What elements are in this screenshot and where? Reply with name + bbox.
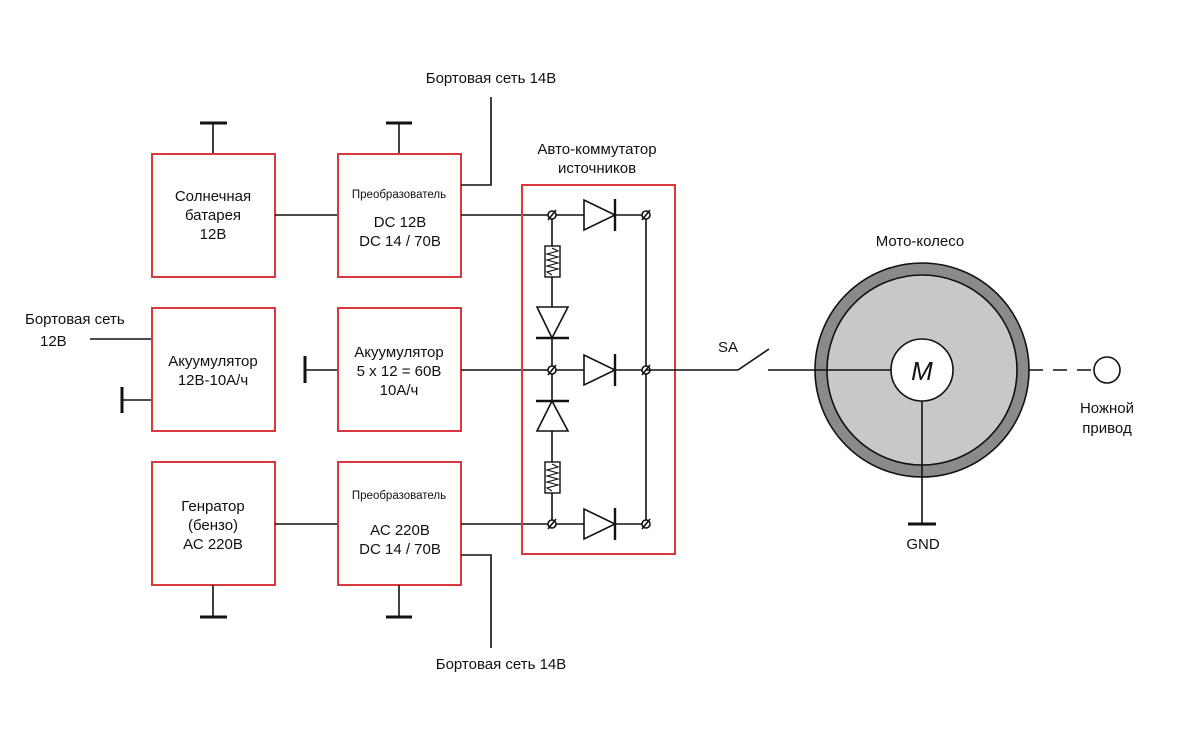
dc-converter-line-2: DC 14 / 70В <box>359 233 441 250</box>
diode-icon <box>535 399 570 432</box>
motor-label: M <box>911 356 933 386</box>
battery-12v-block: Акуумулятор 12В-10А/ч <box>120 307 276 432</box>
dc-converter-line-1: DC 12В <box>374 214 427 231</box>
motor-icon <box>890 338 954 402</box>
resistor-zigzag <box>544 247 561 276</box>
wire-onboard-net-top <box>461 97 492 186</box>
generator-line-2: (бензо) <box>188 517 238 534</box>
dc-converter-block: Преобразователь DC 12В DC 14 / 70В <box>337 121 462 278</box>
battery-12v-line-1: Акуумулятор <box>168 353 257 370</box>
ac-converter-caption: Преобразователь <box>352 490 446 502</box>
solar-battery-box <box>151 153 276 278</box>
switch-sa-label: SA <box>718 339 738 356</box>
onboard-net-14v-top-label: Бортовая сеть 14В <box>426 70 557 87</box>
battery-12v-line-2: 12В-10А/ч <box>178 372 248 389</box>
pedal-label-2: привод <box>1082 420 1132 437</box>
pedal-drive-icon <box>1093 356 1121 384</box>
solar-battery-block: Солнечная батарея 12В <box>151 121 276 278</box>
gnd-label: GND <box>906 536 940 553</box>
battery-60v-line-2: 5 х 12 = 60В <box>357 363 442 380</box>
generator-block: Генратор (бензо) АС 220В <box>151 461 276 619</box>
solar-line-2: батарея <box>185 207 241 224</box>
solar-line-1: Солнечная <box>175 188 251 205</box>
ac-converter-block: Преобразователь АС 220В DC 14 / 70В <box>337 461 462 619</box>
motor-wheel: M <box>814 262 1030 524</box>
battery-12v-box <box>151 307 276 432</box>
battery-60v-line-1: Акуумулятор <box>354 344 443 361</box>
commutator-label-1: Авто-коммутатор <box>537 141 656 158</box>
wire-onboard-net-bottom <box>461 554 492 648</box>
dc-converter-caption: Преобразователь <box>352 189 446 201</box>
battery-60v-line-3: 10А/ч <box>380 382 419 399</box>
switch-sa-icon[interactable] <box>737 348 770 371</box>
wheel-label: Мото-колесо <box>876 233 965 250</box>
commutator-label-2: источников <box>558 160 636 177</box>
resistor-zigzag <box>544 463 561 492</box>
dc-converter-box <box>337 153 462 278</box>
battery-60v-box <box>337 307 462 432</box>
diode-icon <box>535 306 570 340</box>
auto-commutator: Авто-коммутатор источников <box>521 141 676 555</box>
diode-icon <box>583 353 617 387</box>
node-icons <box>547 209 651 530</box>
onboard-net-12v-label-1: Бортовая сеть <box>25 311 125 328</box>
onboard-net-14v-bottom-label: Бортовая сеть 14В <box>436 656 567 673</box>
battery-60v-block: Акуумулятор 5 х 12 = 60В 10А/ч <box>303 307 462 432</box>
generator-line-3: АС 220В <box>183 536 243 553</box>
pedal-label-1: Ножной <box>1080 400 1134 417</box>
generator-line-1: Генратор <box>181 498 245 515</box>
onboard-net-12v-label-2: 12В <box>40 333 67 350</box>
ac-converter-line-2: DC 14 / 70В <box>359 541 441 558</box>
ac-converter-line-1: АС 220В <box>370 522 430 539</box>
diode-icon <box>583 507 617 541</box>
solar-line-3: 12В <box>200 226 227 243</box>
diode-icon <box>583 198 617 232</box>
